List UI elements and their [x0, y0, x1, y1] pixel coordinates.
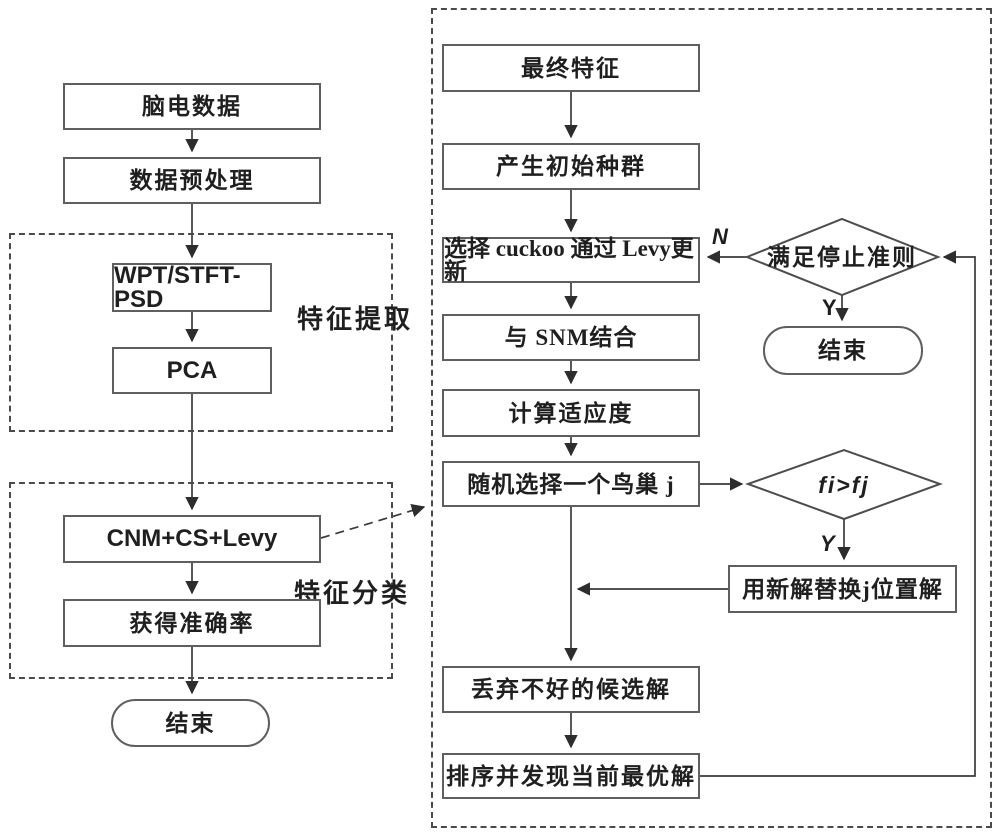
node-wpt-stft-psd: WPT/STFT-PSD	[112, 263, 272, 312]
branch-label-y-stop: Y	[822, 295, 837, 320]
feedback-loop-line	[698, 250, 976, 777]
node-select-cuckoo: 选择 cuckoo 通过 Levy更新	[442, 237, 700, 283]
node-pca: PCA	[112, 347, 272, 394]
node-accuracy: 获得准确率	[63, 599, 321, 647]
dashed-connector-cnm-to-right-flow	[320, 504, 426, 539]
group-feature-extraction	[9, 233, 393, 432]
branch-label-y-compare: Y	[820, 531, 835, 556]
branch-label-n: N	[712, 224, 728, 249]
node-replace-solution: 用新解替换j位置解	[728, 565, 957, 613]
node-right-end: 结束	[763, 326, 923, 375]
node-eeg-data: 脑电数据	[63, 83, 321, 130]
node-preprocess: 数据预处理	[63, 157, 321, 204]
label-feature-extraction: 特征提取	[297, 305, 414, 334]
node-left-end: 结束	[111, 699, 270, 747]
node-final-features: 最终特征	[442, 44, 700, 92]
node-sort-best: 排序并发现当前最优解	[442, 753, 700, 799]
group-cuckoo-algorithm	[431, 8, 992, 828]
group-feature-classification	[9, 482, 393, 679]
decision-fitness-compare-shape	[745, 448, 943, 521]
node-random-nest: 随机选择一个鸟巢 j	[442, 461, 700, 507]
node-cnm-cs-levy: CNM+CS+Levy	[63, 515, 321, 563]
node-snm-combine: 与 SNM结合	[442, 314, 700, 361]
decision-stop-criterion-shape	[744, 217, 941, 297]
node-discard-candidates: 丢弃不好的候选解	[442, 666, 700, 713]
node-init-population: 产生初始种群	[442, 143, 700, 190]
decision-fitness-compare-label: fi>fj	[818, 471, 870, 498]
node-compute-fitness: 计算适应度	[442, 389, 700, 437]
decision-stop-criterion-label: 满足停止准则	[767, 244, 917, 270]
